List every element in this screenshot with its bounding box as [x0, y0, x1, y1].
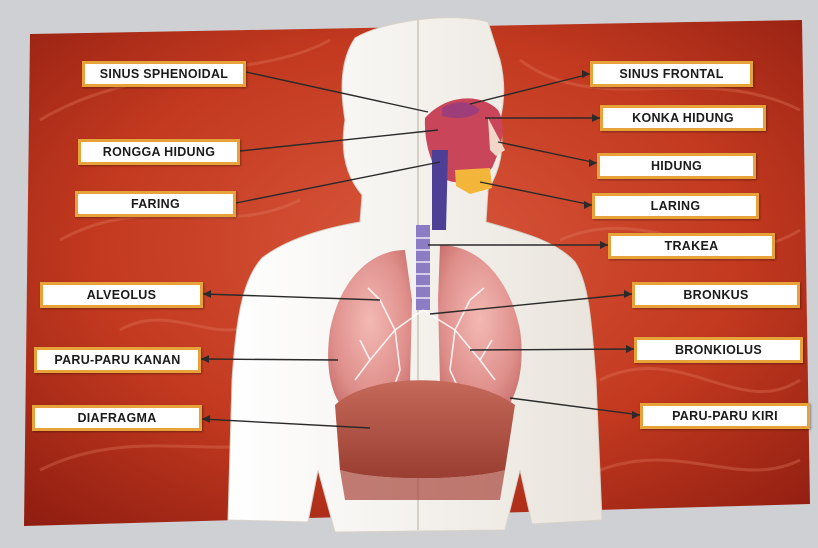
label-sinus-sphenoidal: SINUS SPHENOIDAL — [82, 61, 246, 87]
label-hidung: HIDUNG — [597, 153, 756, 179]
label-laring: LARING — [592, 193, 759, 219]
label-sinus-frontal: SINUS FRONTAL — [590, 61, 753, 87]
label-bronkiolus: BRONKIOLUS — [634, 337, 803, 363]
label-rongga-hidung: RONGGA HIDUNG — [78, 139, 240, 165]
label-paru-paru-kiri: PARU-PARU KIRI — [640, 403, 810, 429]
label-konka-hidung: KONKA HIDUNG — [600, 105, 766, 131]
label-bronkus: BRONKUS — [632, 282, 800, 308]
diaphragm — [335, 380, 515, 478]
line-bronkiolus — [470, 349, 634, 350]
label-trakea: TRAKEA — [608, 233, 775, 259]
label-paru-paru-kanan: PARU-PARU KANAN — [34, 347, 201, 373]
line-paru-paru-kanan — [201, 359, 338, 360]
label-faring: FARING — [75, 191, 236, 217]
label-diafragma: DIAFRAGMA — [32, 405, 202, 431]
label-alveolus: ALVEOLUS — [40, 282, 203, 308]
